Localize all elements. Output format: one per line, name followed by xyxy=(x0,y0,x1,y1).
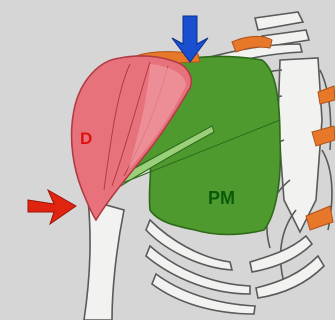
deltoid-label: D xyxy=(80,129,92,148)
pectoralis-major-label: PM xyxy=(208,188,235,208)
